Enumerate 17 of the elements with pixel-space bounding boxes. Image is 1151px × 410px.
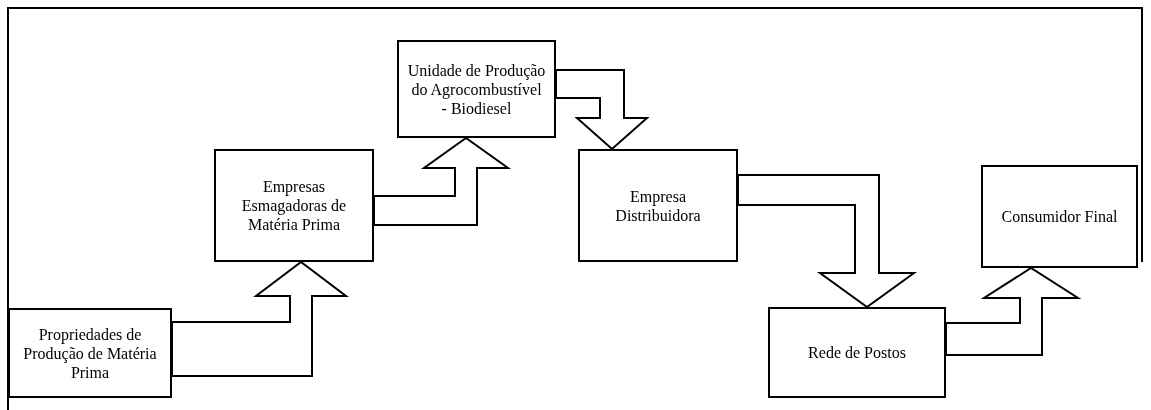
block-arrow xyxy=(737,174,918,309)
box-label: Propriedades de Produção de Matéria Prima xyxy=(22,324,158,382)
process-box xyxy=(578,149,738,262)
process-box xyxy=(8,308,172,398)
block-arrow xyxy=(945,266,1082,356)
block-arrow xyxy=(171,260,349,377)
block-arrow xyxy=(555,69,650,151)
process-box xyxy=(397,40,556,138)
process-box xyxy=(768,307,946,398)
box-label: Unidade de Produção do Agrocombustível - Biodiesel xyxy=(407,60,546,118)
box-label: Consumidor Final xyxy=(1001,207,1118,226)
process-box xyxy=(981,165,1138,268)
box-label: Empresa Distribuidora xyxy=(614,186,702,225)
box-label: Rede de Postos xyxy=(808,343,906,362)
box-label: Empresas Esmagadoras de Matéria Prima xyxy=(240,177,348,234)
block-arrow xyxy=(373,136,512,226)
process-box xyxy=(214,149,374,262)
